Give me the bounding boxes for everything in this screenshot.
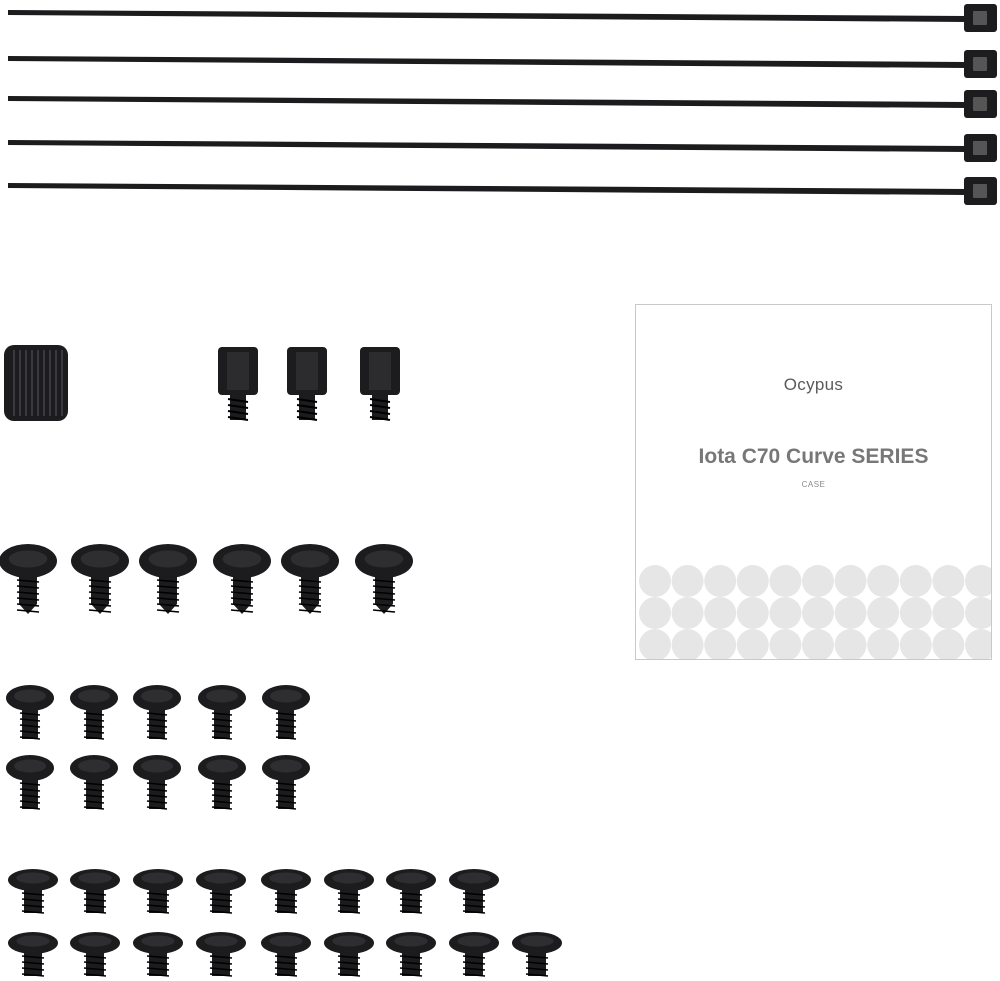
case-screw [6,685,54,740]
mb-screw [449,869,499,914]
mb-screw [449,932,499,977]
case-screw [262,755,310,810]
large-standoff [4,345,68,421]
manual-dot [965,629,991,659]
mb-screw [512,932,562,977]
cable-tie [8,177,997,205]
mb-screw [324,869,374,914]
manual-dot [867,565,900,597]
mb-screw [196,869,246,914]
manual-booklet: Ocypus Iota C70 Curve SERIES CASE [635,304,992,660]
fan-screw [0,544,57,614]
manual-dot [704,629,737,659]
case-screw [70,685,118,740]
hex-standoff [360,347,400,421]
manual-title: Iota C70 Curve SERIES [698,445,929,468]
case-screw [198,755,246,810]
mb-screw [133,869,183,914]
case-screw [133,755,181,810]
fan-screw [71,544,129,614]
cable-tie [8,134,997,162]
hex-standoff [218,347,258,421]
hex-standoff [287,347,327,421]
mb-screw [133,932,183,977]
case-screw [262,685,310,740]
case-screw [133,685,181,740]
cable-tie [8,4,997,32]
manual-dot [834,597,867,629]
manual-dot [736,565,769,597]
manual-dot [965,597,991,629]
manual-dot [736,597,769,629]
manual-dot [932,597,965,629]
mb-screw [70,869,120,914]
manual-dot [899,597,932,629]
fan-screw [281,544,339,614]
manual-dot-pattern [639,565,991,659]
mb-screw [196,932,246,977]
fan-screw [355,544,413,614]
mb-screw [261,932,311,977]
manual-dot [834,629,867,659]
manual-dot [769,565,802,597]
case-screw [6,755,54,810]
fan-screw [139,544,197,614]
case-screw [198,685,246,740]
cable-ties-group [8,4,997,205]
manual-dot [639,597,671,629]
manual-dot [867,597,900,629]
manual-dot [671,629,704,659]
manual-dot [736,629,769,659]
manual-dot [834,565,867,597]
manual-dot [802,565,834,597]
cable-tie [8,90,997,118]
manual-dot [867,629,900,659]
mb-screw [261,869,311,914]
mb-screw [386,869,436,914]
manual-dot [802,597,834,629]
manual-dot [639,629,671,659]
mb-screw [386,932,436,977]
manual-subtitle: CASE [801,480,826,489]
manual-dot [769,597,802,629]
manual-dot [899,565,932,597]
fan-screw [213,544,271,614]
manual-dot [932,565,965,597]
manual-dot [965,565,991,597]
mb-screw [324,932,374,977]
fan-screws-group [0,544,413,614]
manual-dot [932,629,965,659]
manual-dot [769,629,802,659]
manual-dot [671,597,704,629]
manual-dot [639,565,671,597]
medium-screws-group [6,685,310,810]
manual-dot [704,565,737,597]
standoffs-group [218,347,400,421]
manual-brand-logo: Ocypus [783,375,844,394]
cable-tie [8,50,997,78]
manual-dot [802,629,834,659]
large-standoff-group [4,345,68,421]
manual-dot [671,565,704,597]
mb-screw [8,869,58,914]
manual-dot [899,629,932,659]
small-screws-group [8,869,562,977]
case-screw [70,755,118,810]
manual-dot [704,597,737,629]
mb-screw [8,932,58,977]
mb-screw [70,932,120,977]
